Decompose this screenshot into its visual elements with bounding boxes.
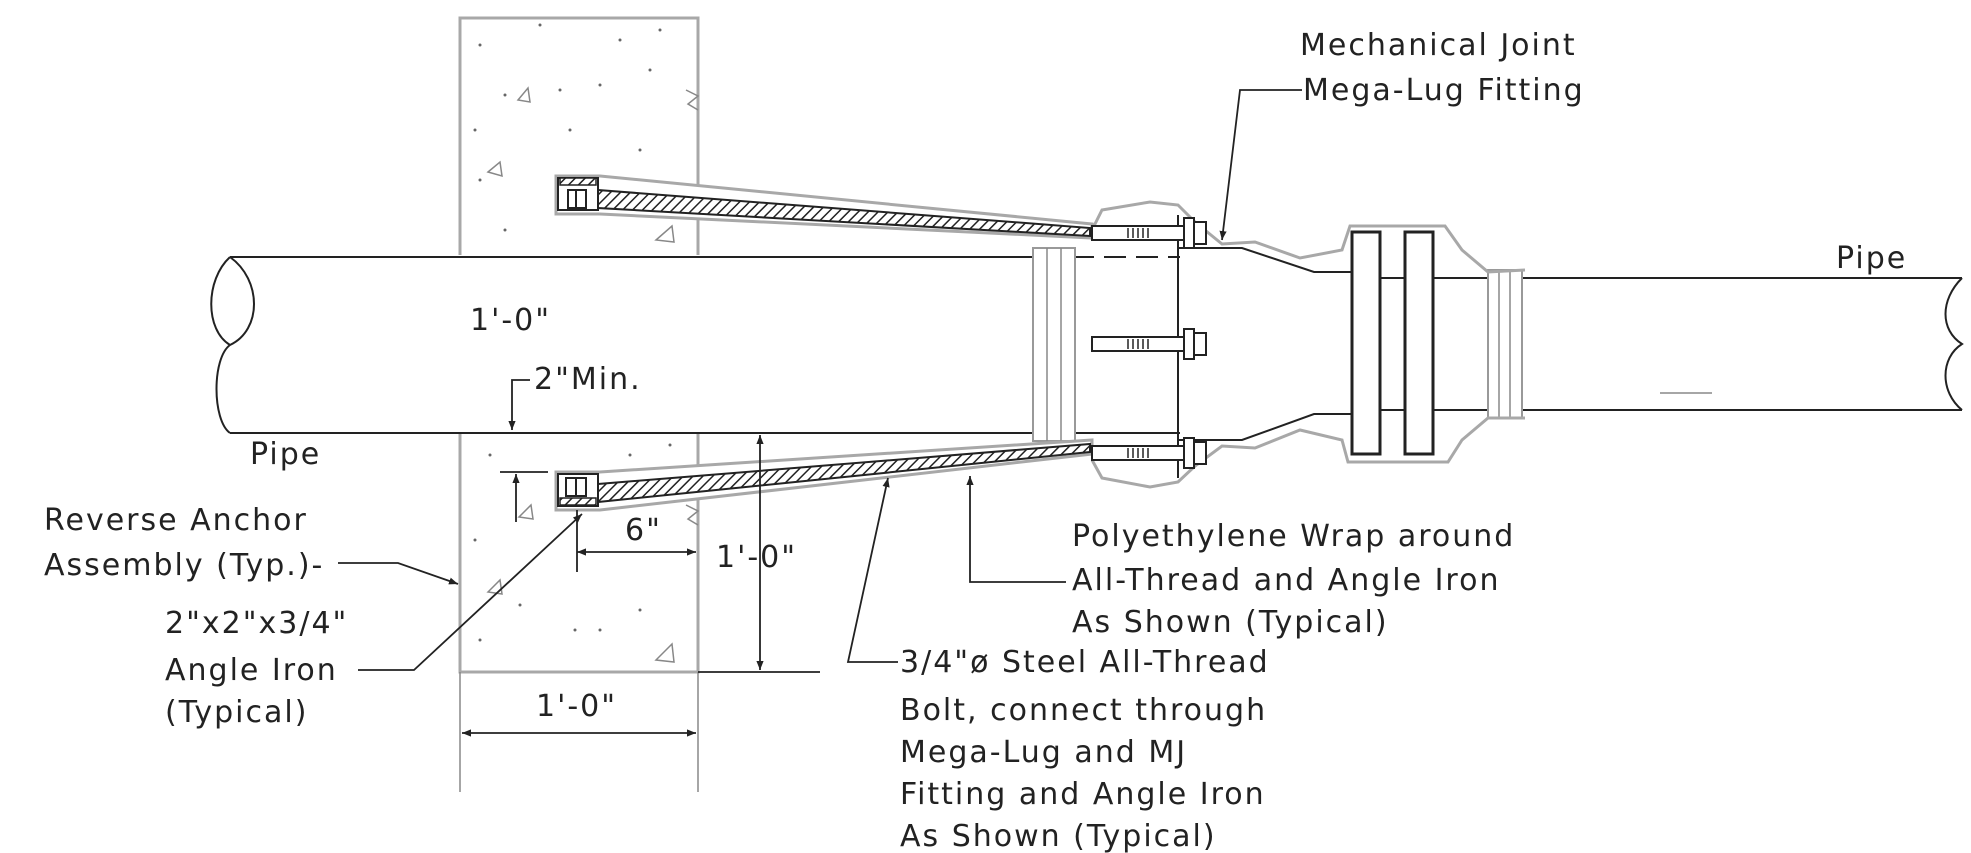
pipe-left-label: Pipe — [250, 437, 321, 472]
callout-leaders — [338, 89, 1302, 671]
angle-iron-label-line1: 2"x2"x3/4" — [165, 606, 348, 641]
all-thread-leader — [846, 477, 898, 663]
text-labels: Mechanical Joint Mega-Lug Fitting Pipe 1… — [44, 28, 1907, 853]
pipe-right-label: Pipe — [1836, 241, 1907, 276]
pipe-restraint-glands — [1032, 247, 1523, 442]
bolt-bottom — [1091, 437, 1207, 469]
reverse-anchor-label-line2: Assembly (Typ.)- — [44, 548, 324, 583]
block-upper-outline — [458, 16, 700, 255]
mj-bolts — [1091, 217, 1207, 469]
block-height-label: 1'-0" — [716, 540, 797, 575]
poly-wrap-leader — [966, 476, 1066, 583]
block-width-label: 1'-0" — [536, 689, 617, 724]
mj-leader — [1219, 89, 1302, 241]
concrete-thrust-block — [458, 16, 700, 792]
block-lower-outline — [458, 433, 700, 674]
mj-label-line1: Mechanical Joint — [1300, 28, 1577, 63]
upper-reverse-anchor-rod — [554, 174, 1094, 240]
poly-wrap-label-line2: All-Thread and Angle Iron — [1072, 563, 1500, 598]
six-inch-label: 6" — [625, 513, 662, 548]
reverse-anchor-leader — [338, 562, 459, 585]
all-thread-label-line5: As Shown (Typical) — [900, 819, 1217, 853]
polyethylene-wrap — [1090, 200, 1526, 489]
concrete-aggregate-triangles — [486, 86, 700, 663]
dimension-lines — [462, 379, 820, 737]
mj-label-line2: Mega-Lug Fitting — [1303, 73, 1585, 108]
bolt-top — [1091, 217, 1207, 249]
mechanical-joint-fitting — [1178, 230, 1435, 456]
angle-iron-label-line3: (Typical) — [165, 695, 308, 730]
all-thread-label-line1: 3/4"ø Steel All-Thread — [900, 645, 1270, 680]
left-pipe — [210, 215, 1180, 478]
min-clearance-label: 2"Min. — [534, 362, 642, 397]
angle-iron-leader — [358, 513, 583, 671]
poly-wrap-label-line3: As Shown (Typical) — [1072, 605, 1389, 640]
poly-wrap-label-line1: Polyethylene Wrap around — [1072, 519, 1515, 554]
lower-reverse-anchor-rod — [554, 438, 1094, 512]
reverse-anchor-label-line1: Reverse Anchor — [44, 503, 308, 538]
block-dimension-label: 1'-0" — [470, 303, 551, 338]
all-thread-label-line3: Mega-Lug and MJ — [900, 735, 1187, 770]
angle-iron-label-line2: Angle Iron — [165, 653, 338, 688]
min-clearance-leader — [508, 379, 530, 430]
all-thread-label-line4: Fitting and Angle Iron — [900, 777, 1266, 812]
all-thread-label-line2: Bolt, connect through — [900, 693, 1267, 728]
right-pipe — [1380, 277, 1964, 411]
bolt-middle — [1091, 328, 1207, 360]
